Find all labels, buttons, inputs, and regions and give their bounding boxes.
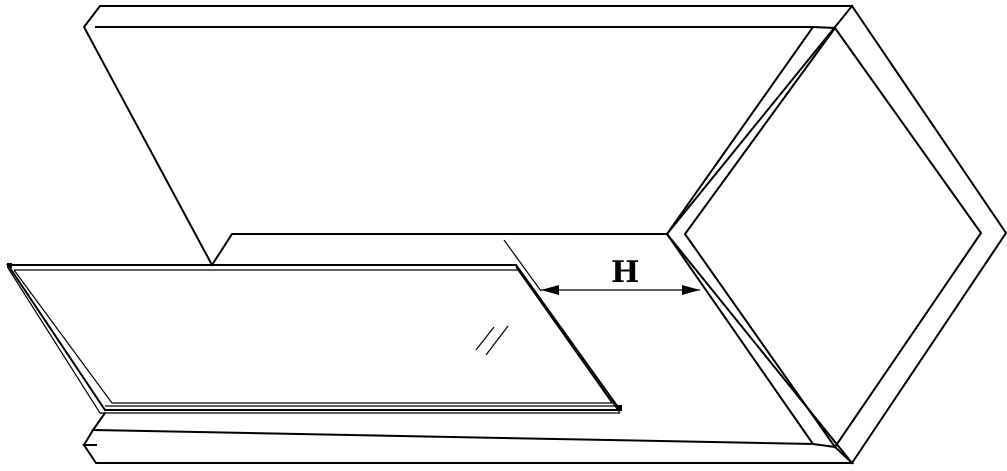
floor-inner-edge xyxy=(91,232,815,446)
glass-reflection-mark-1 xyxy=(475,326,495,351)
back-wall-frame xyxy=(82,5,853,267)
glass-panel-outer-edge xyxy=(6,264,622,411)
floor-front-edge xyxy=(82,428,95,447)
floor-rail xyxy=(82,232,855,464)
dimension-label: H xyxy=(611,255,639,290)
glass-panel-left-edge-line xyxy=(7,267,101,414)
glass-panel-corner-marker-left xyxy=(7,263,12,268)
corner-seam-top xyxy=(811,25,837,30)
back-wall-outer-edge xyxy=(82,5,853,267)
glass-panel-left-inner-line xyxy=(13,269,612,404)
side-wall-outer-edge xyxy=(665,4,1007,465)
glass-panel-top-inner-line xyxy=(14,269,613,404)
dimension-h: H xyxy=(503,239,700,295)
floor-corner-edge xyxy=(811,442,837,449)
back-wall-inner-edge xyxy=(95,26,815,267)
side-wall-inner-edge xyxy=(683,26,983,449)
glass-reflection-mark-2 xyxy=(485,325,509,356)
glass-panel-corner-marker-right xyxy=(616,405,622,411)
glass-panel-right-edge-line xyxy=(515,266,621,414)
side-wall-frame xyxy=(665,4,1007,465)
floor-outer-edge xyxy=(82,444,855,464)
dimension-extension-line xyxy=(503,239,542,292)
dimension-arrow-right xyxy=(682,285,700,295)
glass-panel xyxy=(6,263,622,414)
dimension-arrow-left xyxy=(541,285,559,295)
